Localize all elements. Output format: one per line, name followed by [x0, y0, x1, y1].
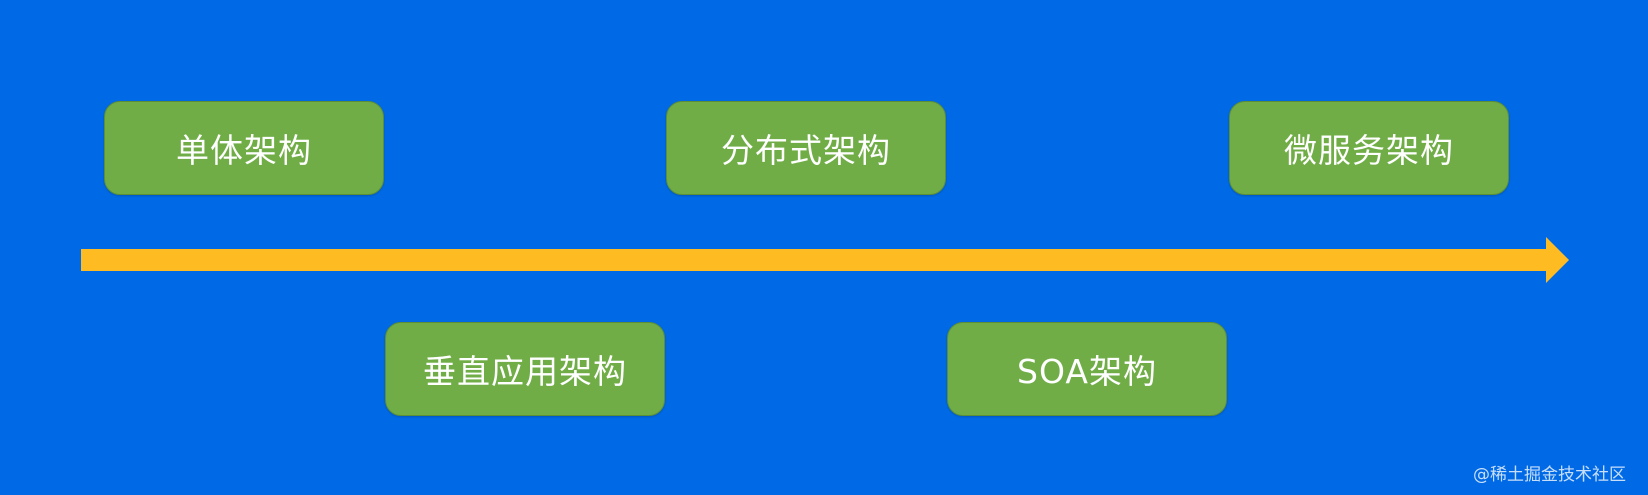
stage-label: 分布式架构 [721, 131, 891, 170]
watermark-text: @稀土掘金技术社区 [1473, 465, 1626, 485]
stage-label: 垂直应用架构 [423, 352, 627, 391]
stage-box-vertical-application: 垂直应用架构 [385, 322, 665, 416]
stage-label: 微服务架构 [1284, 131, 1454, 170]
stage-box-monolithic: 单体架构 [104, 101, 384, 195]
stage-box-microservices: 微服务架构 [1229, 101, 1509, 195]
stage-box-soa: SOA架构 [947, 322, 1227, 416]
stage-label: SOA架构 [1017, 352, 1157, 391]
stage-box-distributed: 分布式架构 [666, 101, 946, 195]
stage-label: 单体架构 [176, 131, 312, 170]
timeline-arrowhead [1546, 237, 1569, 283]
timeline-shaft [81, 249, 1546, 271]
